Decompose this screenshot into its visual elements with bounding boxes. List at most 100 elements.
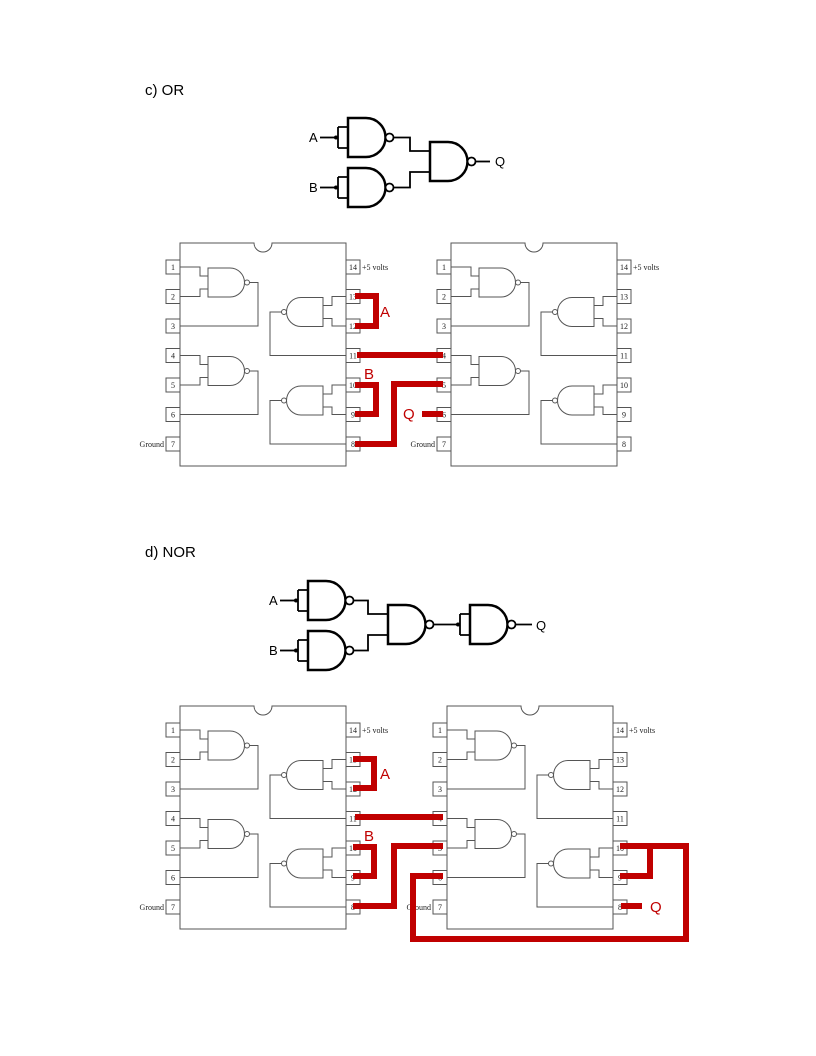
c-internal-wires [393, 136, 430, 189]
chip-pin [345, 259, 361, 275]
pin-number: 7 [171, 440, 175, 449]
pin-number: 8 [622, 440, 626, 449]
gate-input-wire [323, 847, 346, 878]
nand-bubble [244, 368, 250, 374]
chip-pin [612, 722, 628, 738]
d-wire-label-a: A [380, 766, 390, 783]
pin-number: 2 [171, 293, 175, 302]
nand-gate-symbol [468, 603, 509, 646]
gate-input-wire [180, 818, 208, 849]
pin-number: 8 [351, 440, 355, 449]
nand-gate-symbol [306, 579, 347, 622]
nand-gate [553, 760, 591, 790]
pin-number: 11 [620, 352, 628, 361]
nand-gate-symbol [386, 603, 427, 646]
gate-output-wire [269, 774, 346, 819]
gate-input-wire [590, 759, 613, 790]
pin-number: 3 [442, 322, 446, 331]
pin-number: 14 [616, 726, 624, 735]
nand-gate-symbol [428, 140, 469, 183]
gate-input-wire [451, 355, 479, 386]
gate-input-wire [447, 818, 475, 849]
nand-gate [207, 819, 245, 849]
pin-number: 12 [620, 322, 628, 331]
pin-number: 6 [171, 411, 175, 420]
c-wire-label-a: A [380, 304, 390, 321]
gate-output-wire [447, 833, 526, 878]
pin-number: 1 [171, 726, 175, 735]
nand-gate [474, 819, 512, 849]
gate-input-wire [180, 729, 208, 760]
d-wire-9-to-10 [620, 846, 653, 879]
gate-output-wire [180, 833, 259, 878]
pin-number: 7 [442, 440, 446, 449]
pin-number: 5 [442, 381, 446, 390]
c-gate-b [334, 166, 395, 209]
nand-gate [207, 356, 245, 386]
ground-label: Ground [140, 440, 164, 449]
nand-gate [478, 267, 516, 298]
pin-number: 4 [171, 352, 175, 361]
d-gate-mid [386, 603, 435, 646]
gate-output-wire [536, 774, 613, 819]
vcc-label: +5 volts [629, 726, 655, 735]
gate-output-wire [269, 863, 346, 908]
nand-gate [286, 297, 324, 327]
d-logic-input-a: A [269, 593, 278, 608]
d-wire-a [353, 756, 377, 791]
nand-bubble [344, 595, 355, 606]
chip-pin [436, 436, 452, 452]
nand-bubble [281, 397, 287, 404]
c-wire-a [355, 293, 379, 329]
nand-bubble [244, 279, 250, 286]
nand-gate [553, 848, 591, 879]
c-logic-input-b: B [309, 180, 318, 195]
d-internal-wires [353, 599, 388, 652]
pin-number: 14 [620, 263, 628, 272]
pin-number: 9 [351, 411, 355, 420]
chip-pin [165, 899, 181, 915]
nand-bubble [548, 860, 554, 867]
chip-pin [345, 722, 361, 738]
nand-bubble [511, 831, 517, 837]
nand-gate [557, 297, 595, 327]
pin-number: 2 [442, 293, 446, 302]
pin-number: 3 [171, 785, 175, 794]
gate-output-wire [269, 400, 346, 445]
pin-number: 14 [349, 263, 357, 272]
nand-gate [478, 356, 516, 386]
vcc-label: +5 volts [633, 263, 659, 272]
gate-output-wire [536, 863, 613, 908]
c-wire-b [355, 382, 379, 417]
gate-input-wire [451, 266, 479, 297]
nand-bubble [281, 860, 287, 867]
nand-gate [286, 848, 324, 879]
pin-number: 5 [171, 381, 175, 390]
d-logic-output-q: Q [536, 618, 546, 633]
pin-number: 12 [349, 322, 357, 331]
pin-number: 11 [616, 815, 624, 824]
chip-pin [616, 259, 632, 275]
gate-output-wire [451, 370, 530, 415]
gate-output-wire [180, 282, 259, 327]
nand-bubble [281, 772, 287, 778]
c-gate-out [428, 140, 477, 183]
nand-bubble [511, 742, 517, 749]
pin-number: 7 [438, 903, 442, 912]
section-d-title: d) NOR [145, 544, 196, 561]
gate-input-wire [323, 296, 346, 327]
pin-number: 3 [438, 785, 442, 794]
pin-number: 9 [622, 411, 626, 420]
gate-input-wire [323, 759, 346, 790]
gate-output-wire [180, 370, 259, 415]
gate-input-wire [180, 355, 208, 386]
d-gate-a [294, 579, 355, 622]
chip-pin [432, 899, 448, 915]
nand-gate-symbol [346, 166, 387, 209]
nand-bubble [244, 831, 250, 837]
pin-number: 13 [616, 756, 624, 765]
pin-number: 1 [171, 263, 175, 272]
gate-input-wire [180, 266, 208, 297]
